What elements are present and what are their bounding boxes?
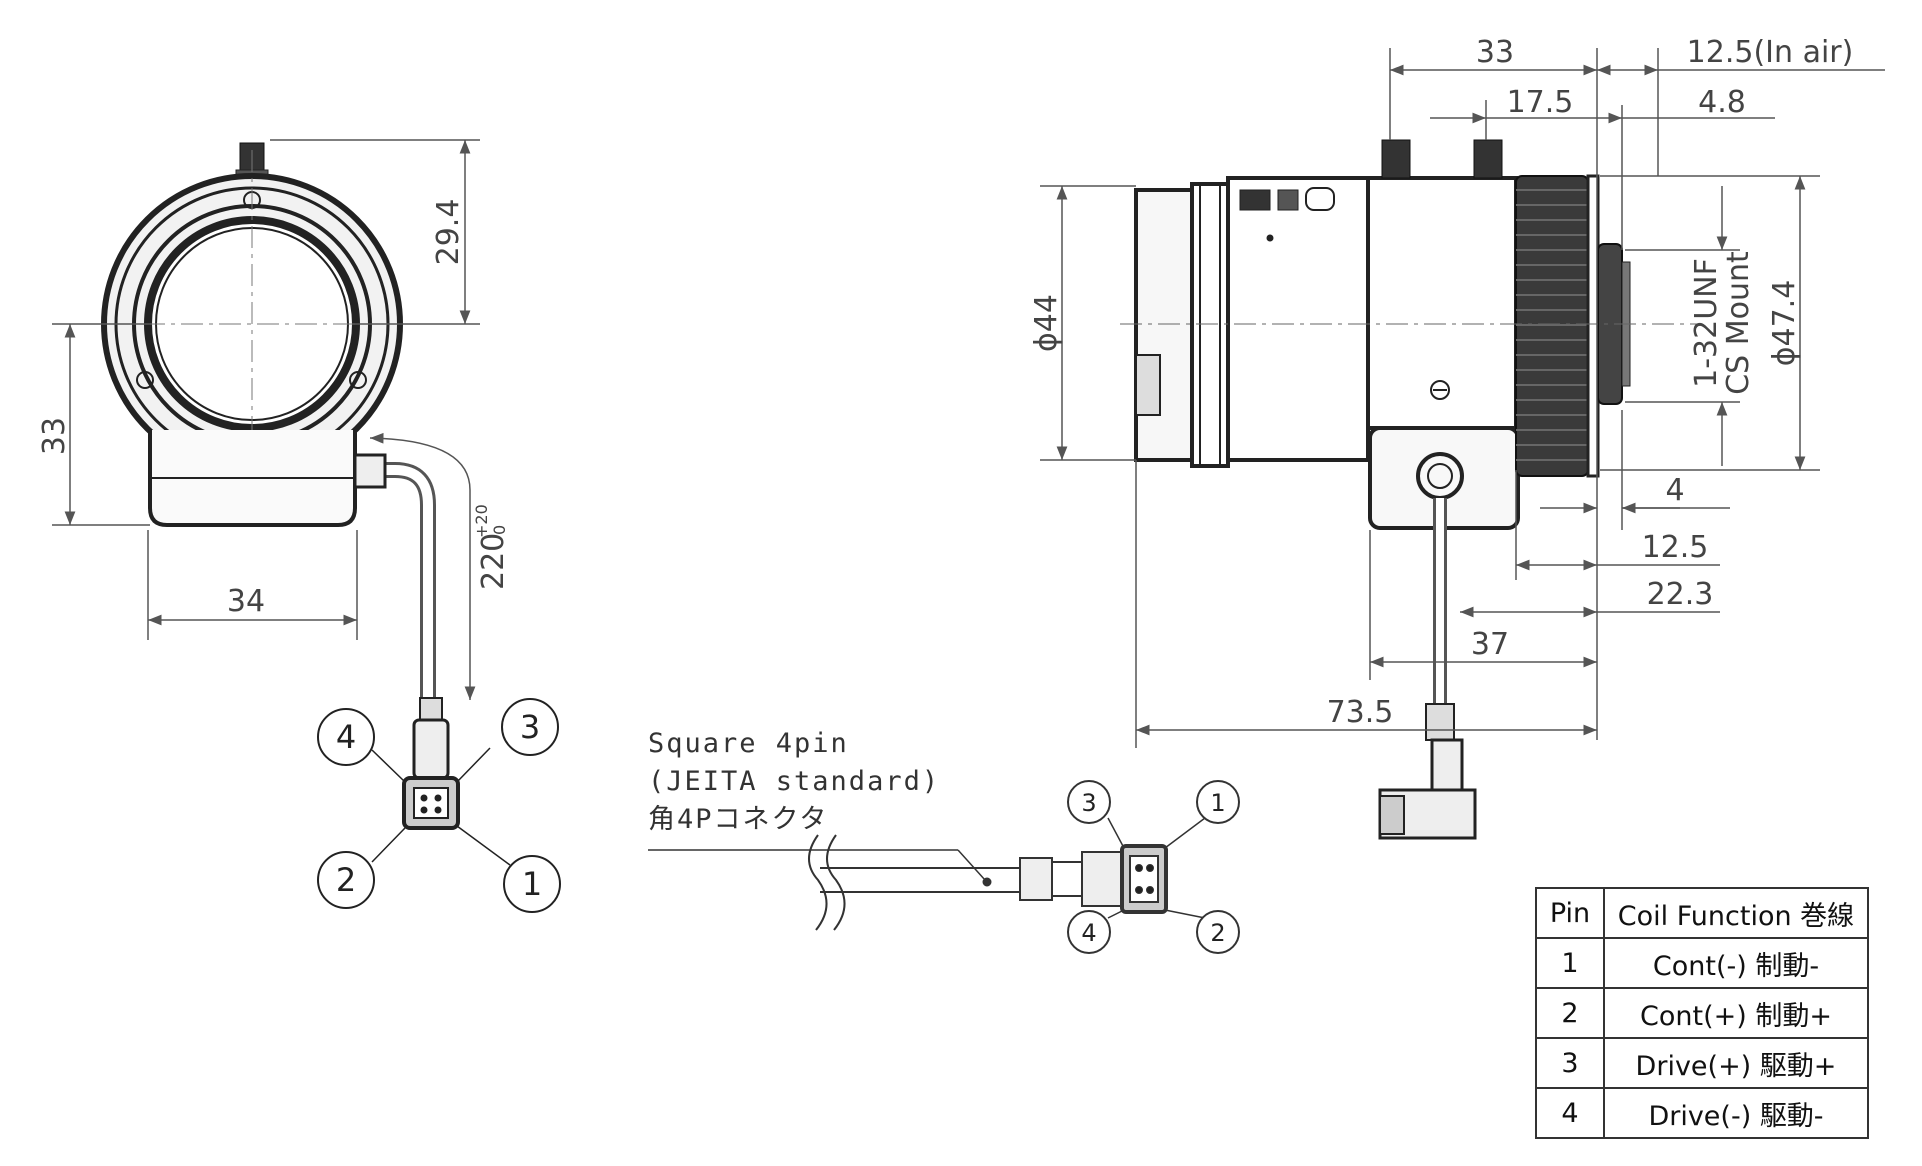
connector-detail [648,780,1240,954]
connector-pin-3: 3 [1081,789,1096,817]
dim-73-5: 73.5 [1327,695,1394,730]
dim-12-5-in-air: 12.5(In air) [1687,35,1854,70]
dim-220-tol-upper: +20 [472,504,491,538]
dim-220-tol-lower: 0 [490,525,509,535]
dim-4: 4 [1665,473,1684,508]
connector-label-line3: 角4Pコネクタ [648,804,828,835]
table-cell-function: Drive(+) 駆動+ [1603,1037,1869,1089]
connector-label-line2: (JEITA standard) [648,766,940,797]
dim-17-5: 17.5 [1507,85,1574,120]
dim-22-3: 22.3 [1647,577,1714,612]
mount-type-label: CS Mount [1721,251,1756,395]
table-cell-pin: 1 [1535,937,1605,989]
dim-12-5: 12.5 [1642,530,1709,565]
table-row: 3 Drive(+) 駆動+ [1535,1037,1869,1089]
dim-37: 37 [1471,627,1509,662]
table-cell-function: Cont(+) 制動+ [1603,987,1869,1039]
table-header-pin: Pin [1535,887,1605,939]
dim-phi-47-4: ϕ47.4 [1767,280,1802,367]
side-dimensions [1040,48,1885,748]
connector-pin-4: 4 [1081,919,1096,947]
dim-33-side: 33 [1476,35,1514,70]
table-row: 1 Cont(-) 制動- [1535,937,1869,989]
dim-4-8: 4.8 [1698,85,1746,120]
dim-phi-44: ϕ44 [1029,294,1064,352]
table-header-row: Pin Coil Function 巻線 [1535,887,1869,939]
connector-pin-1: 1 [1210,789,1225,817]
table-cell-function: Drive(-) 駆動- [1603,1087,1869,1139]
table-row: 2 Cont(+) 制動+ [1535,987,1869,1039]
connector-label-line1: Square 4pin [648,728,849,759]
front-pin-4: 4 [336,718,356,756]
table-header-function: Coil Function 巻線 [1603,887,1869,939]
dim-29-4: 29.4 [431,199,466,266]
table-cell-pin: 2 [1535,987,1605,1039]
connector-pin-2: 2 [1210,919,1225,947]
dim-220: 220 [476,533,511,590]
table-cell-function: Cont(-) 制動- [1603,937,1869,989]
dim-34: 34 [227,584,265,619]
table-cell-pin: 3 [1535,1037,1605,1089]
front-pin-1: 1 [522,865,542,903]
front-pin-3: 3 [520,708,540,746]
mount-thread-label: 1-32UNF [1689,258,1724,388]
side-view [1120,139,1700,840]
table-cell-pin: 4 [1535,1087,1605,1139]
front-pin-2: 2 [336,861,356,899]
table-row: 4 Drive(-) 駆動- [1535,1087,1869,1139]
dim-33-front: 33 [37,417,72,455]
pin-function-table: Pin Coil Function 巻線 1 Cont(-) 制動- 2 Con… [1535,887,1869,1139]
dim-220-group: 220 +20 0 [472,504,511,590]
front-dimensions [52,139,480,700]
knurl-lines [1516,189,1588,461]
